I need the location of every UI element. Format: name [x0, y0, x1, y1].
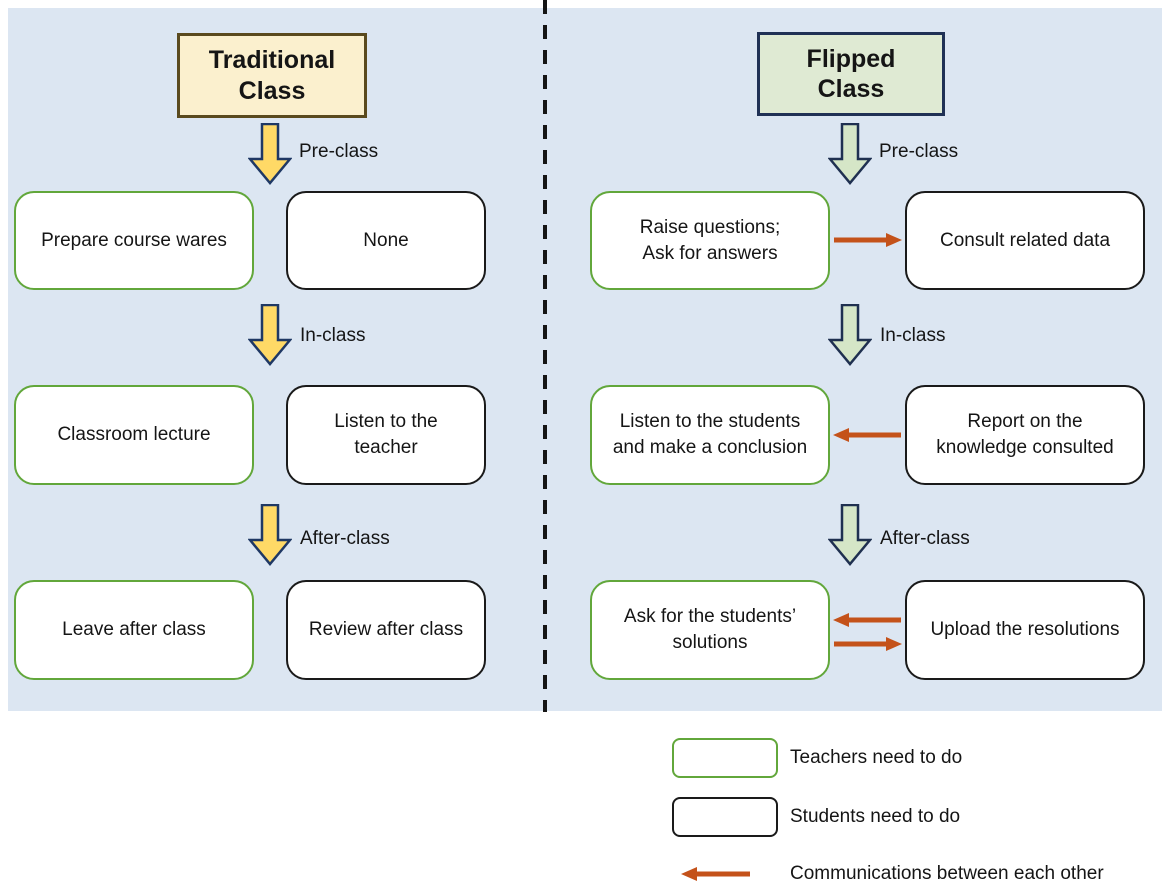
down-arrow-icon [248, 504, 292, 566]
down-arrow-icon [248, 123, 292, 185]
phase-label: Pre-class [879, 141, 959, 162]
legend-teacher-label: Teachers need to do [790, 747, 963, 768]
communication-arrow-right-icon [834, 233, 902, 247]
down-arrow-icon [828, 504, 872, 566]
traditional-class-header: Traditional Class [177, 33, 367, 118]
legend-student-box-swatch [672, 797, 778, 837]
teacher-task-box: Leave after class [14, 580, 254, 680]
phase-label: Pre-class [299, 141, 379, 162]
dashed-divider-line [543, 0, 547, 712]
down-arrow-icon [248, 304, 292, 366]
communication-arrow-left-icon [833, 613, 901, 627]
phase-label: In-class [300, 325, 366, 346]
teacher-task-box: Classroom lecture [14, 385, 254, 485]
down-arrow-icon [828, 123, 872, 185]
phase-label: In-class [880, 325, 946, 346]
legend-student-label: Students need to do [790, 806, 961, 827]
legend-teacher-box-swatch [672, 738, 778, 778]
student-task-box: Report on the knowledge consulted [905, 385, 1145, 485]
student-task-box: Review after class [286, 580, 486, 680]
teacher-task-box: Prepare course wares [14, 191, 254, 290]
student-task-box: Listen to the teacher [286, 385, 486, 485]
phase-label: After-class [300, 528, 390, 549]
student-task-box: Consult related data [905, 191, 1145, 290]
student-task-box: Upload the resolutions [905, 580, 1145, 680]
communication-arrow-left-icon [833, 428, 901, 442]
student-task-box: None [286, 191, 486, 290]
teacher-task-box: Raise questions; Ask for answers [590, 191, 830, 290]
communication-arrow-right-icon [834, 637, 902, 651]
legend-communication-arrow-icon [681, 867, 750, 881]
teacher-task-box: Listen to the students and make a conclu… [590, 385, 830, 485]
down-arrow-icon [828, 304, 872, 366]
flipped-class-header: Flipped Class [757, 32, 945, 116]
legend-communication-label: Communications between each other [790, 863, 1104, 884]
teacher-task-box: Ask for the students’ solutions [590, 580, 830, 680]
phase-label: After-class [880, 528, 970, 549]
